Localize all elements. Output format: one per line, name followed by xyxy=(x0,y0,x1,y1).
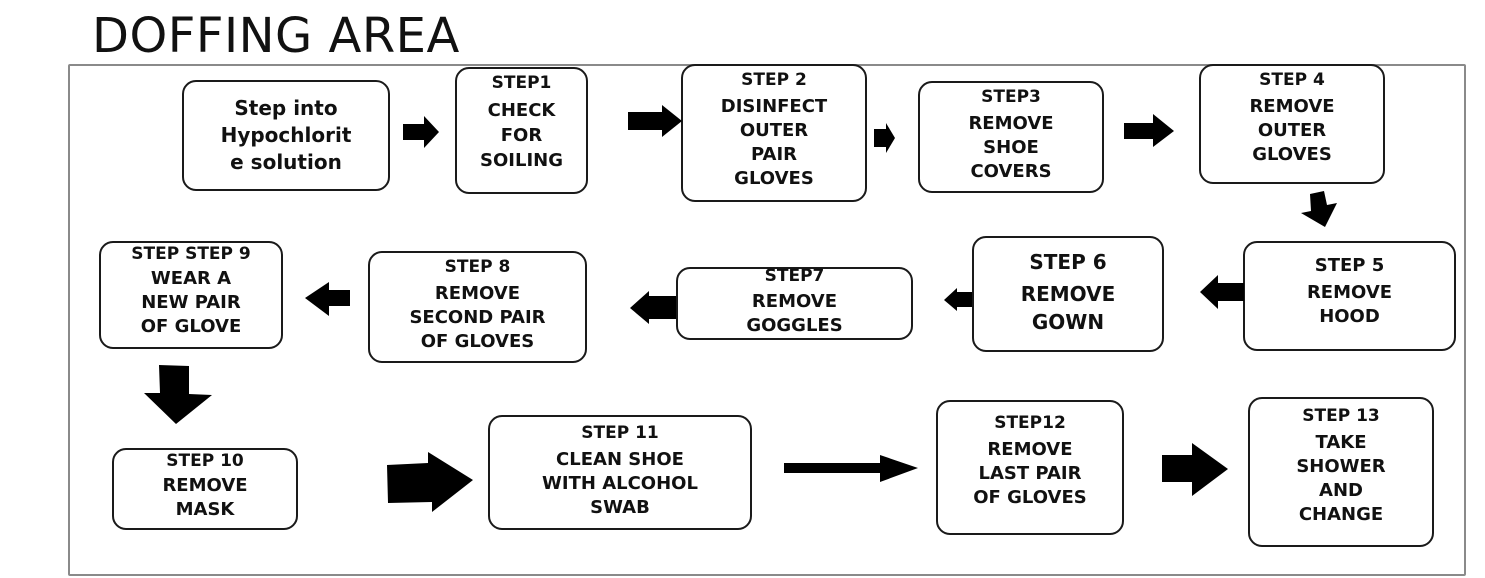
step-box-step7: STEP7 REMOVE GOGGLES xyxy=(676,266,913,340)
step-box-step1: STEP1 CHECK FOR SOILING xyxy=(455,67,588,194)
arrow-down-icon xyxy=(144,365,212,424)
step-box-step13: STEP 13 TAKE SHOWER AND CHANGE xyxy=(1248,397,1434,547)
step-box-step10: STEP 10 REMOVE MASK xyxy=(112,448,298,530)
step-label: STEP 6 xyxy=(1029,250,1107,274)
step-text: REMOVE GOGGLES xyxy=(746,291,843,336)
step-text: REMOVE OUTER GLOVES xyxy=(1249,96,1335,165)
step-box-step3: STEP3 REMOVE SHOE COVERS xyxy=(918,81,1104,193)
step-box-step5: STEP 5 REMOVE HOOD xyxy=(1243,241,1456,351)
step-text: REMOVE GOWN xyxy=(1020,282,1116,334)
arrow-right-icon xyxy=(628,105,682,137)
step-box-step4: STEP 4 REMOVE OUTER GLOVES xyxy=(1199,64,1385,184)
arrow-left-icon xyxy=(630,291,676,324)
arrow-left-icon xyxy=(305,282,350,316)
step-label: STEP 2 xyxy=(741,70,807,90)
arrow-left-icon xyxy=(944,288,972,311)
page-title: DOFFING AREA xyxy=(92,8,460,64)
step-label: STEP12 xyxy=(994,413,1066,433)
step-text: Step into Hypochlorit e solution xyxy=(220,96,352,174)
step-label: STEP 8 xyxy=(444,257,511,277)
step-text: REMOVE HOOD xyxy=(1306,282,1393,327)
step-box-step2: STEP 2 DISINFECT OUTER PAIR GLOVES xyxy=(681,64,867,202)
arrow-right-icon xyxy=(874,123,895,153)
arrow-down-icon xyxy=(1301,191,1337,227)
step-label: STEP 4 xyxy=(1259,70,1325,90)
step-label: STEP 10 xyxy=(166,451,244,471)
step-box-step11: STEP 11 CLEAN SHOE WITH ALCOHOL SWAB xyxy=(488,415,752,530)
step-text: TAKE SHOWER AND CHANGE xyxy=(1296,432,1386,525)
step-box-step6: STEP 6 REMOVE GOWN xyxy=(972,236,1164,352)
step-label: STEP3 xyxy=(981,87,1041,107)
step-box-step12: STEP12 REMOVE LAST PAIR OF GLOVES xyxy=(936,400,1124,535)
arrow-right-icon xyxy=(403,116,439,148)
step-text: DISINFECT OUTER PAIR GLOVES xyxy=(720,96,828,189)
step-text: WEAR A NEW PAIR OF GLOVE xyxy=(140,268,242,337)
step-box-step8: STEP 8 REMOVE SECOND PAIR OF GLOVES xyxy=(368,251,587,363)
step-label: STEP7 xyxy=(764,266,825,286)
arrow-right-icon xyxy=(784,455,918,482)
step-text: REMOVE MASK xyxy=(162,475,248,520)
step-label: STEP STEP 9 xyxy=(131,244,251,264)
arrow-right-icon xyxy=(1124,114,1174,147)
arrow-right-icon xyxy=(387,452,473,512)
step-box-step9: STEP STEP 9 WEAR A NEW PAIR OF GLOVE xyxy=(99,241,283,349)
step-text: REMOVE LAST PAIR OF GLOVES xyxy=(973,439,1087,508)
step-label: STEP1 xyxy=(491,73,552,93)
step-label: STEP 13 xyxy=(1302,406,1380,426)
step-text: REMOVE SHOE COVERS xyxy=(968,113,1054,182)
step-text: CHECK FOR SOILING xyxy=(480,100,563,171)
step-text: CLEAN SHOE WITH ALCOHOL SWAB xyxy=(542,449,698,518)
step-text: REMOVE SECOND PAIR OF GLOVES xyxy=(409,283,546,352)
step-box-start: Step into Hypochlorit e solution xyxy=(182,80,390,191)
arrow-right-icon xyxy=(1162,443,1228,496)
step-label: STEP 5 xyxy=(1314,255,1385,276)
step-label: STEP 11 xyxy=(581,423,659,443)
arrow-left-icon xyxy=(1200,275,1244,309)
